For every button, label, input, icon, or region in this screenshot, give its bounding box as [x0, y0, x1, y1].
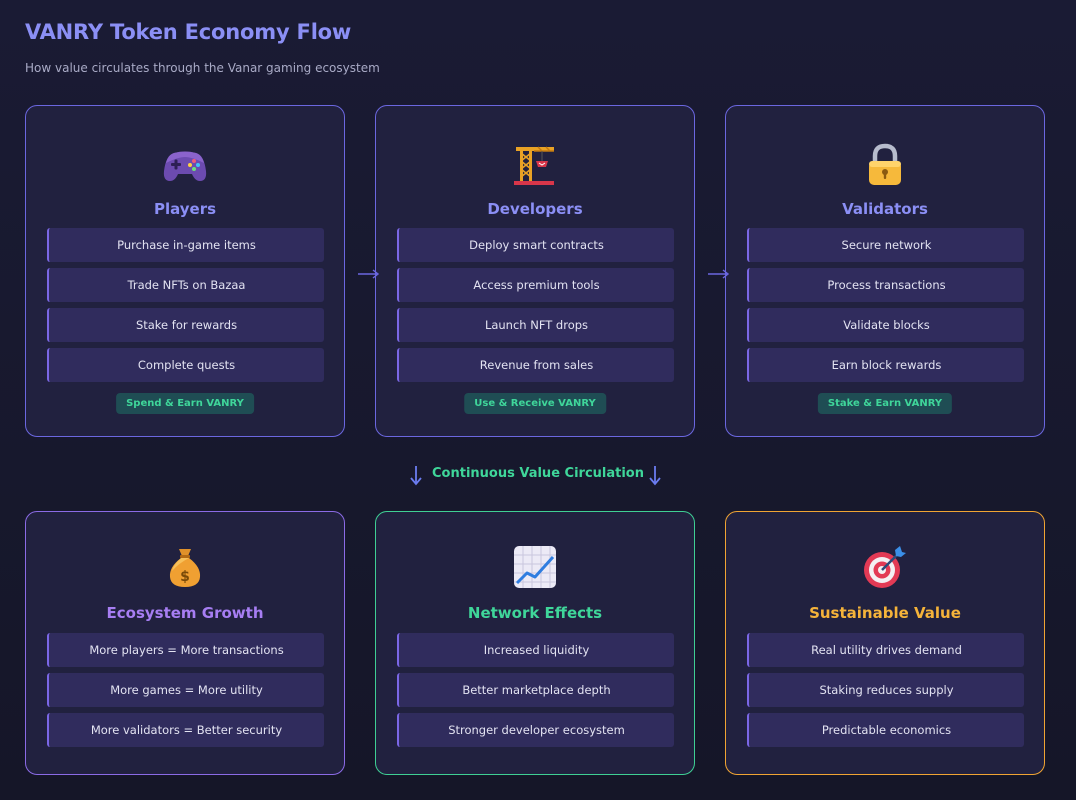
list-item: Purchase in-game items	[47, 228, 324, 262]
arrow-right-icon	[358, 269, 380, 279]
list-item: Process transactions	[747, 268, 1024, 302]
page-title: VANRY Token Economy Flow	[25, 20, 352, 44]
chart-increasing-icon	[376, 544, 694, 590]
list-item: Complete quests	[47, 348, 324, 382]
developers-card: Developers Deploy smart contracts Access…	[375, 105, 695, 437]
flow-label: Continuous Value Circulation	[432, 466, 644, 481]
ecosystem-growth-card: $ Ecosystem Growth More players = More t…	[25, 511, 345, 775]
card-title: Network Effects	[467, 604, 603, 622]
list-item: Secure network	[747, 228, 1024, 262]
validators-card: Validators Secure network Process transa…	[725, 105, 1045, 437]
card-title: Players	[153, 200, 217, 218]
sustainable-value-card: Sustainable Value Real utility drives de…	[725, 511, 1045, 775]
list-item: More validators = Better security	[47, 713, 324, 747]
list-item: Stake for rewards	[47, 308, 324, 342]
list-item: Staking reduces supply	[747, 673, 1024, 707]
badge: Use & Receive VANRY	[464, 393, 606, 414]
lock-icon	[726, 142, 1044, 188]
list-item: Earn block rewards	[747, 348, 1024, 382]
arrow-down-icon	[649, 466, 661, 486]
players-card: Players Purchase in-game items Trade NFT…	[25, 105, 345, 437]
list-item: Stronger developer ecosystem	[397, 713, 674, 747]
list-item: Predictable economics	[747, 713, 1024, 747]
list-item: More players = More transactions	[47, 633, 324, 667]
game-controller-icon	[26, 142, 344, 188]
list-item: Access premium tools	[397, 268, 674, 302]
list-item: Better marketplace depth	[397, 673, 674, 707]
list-item: Trade NFTs on Bazaa	[47, 268, 324, 302]
page-subtitle: How value circulates through the Vanar g…	[25, 61, 380, 75]
list-item: Real utility drives demand	[747, 633, 1024, 667]
card-title: Sustainable Value	[809, 604, 961, 622]
badge: Stake & Earn VANRY	[817, 393, 953, 414]
arrow-right-icon	[708, 269, 730, 279]
svg-text:$: $	[180, 569, 190, 585]
list-item: Validate blocks	[747, 308, 1024, 342]
construction-crane-icon	[376, 142, 694, 188]
arrow-down-icon	[410, 466, 422, 486]
list-item: More games = More utility	[47, 673, 324, 707]
badge: Spend & Earn VANRY	[116, 393, 254, 414]
card-title: Developers	[487, 200, 583, 218]
money-bag-icon: $	[26, 544, 344, 590]
list-item: Revenue from sales	[397, 348, 674, 382]
target-icon	[726, 544, 1044, 590]
list-item: Launch NFT drops	[397, 308, 674, 342]
card-title: Validators	[842, 200, 928, 218]
list-item: Increased liquidity	[397, 633, 674, 667]
network-effects-card: Network Effects Increased liquidity Bett…	[375, 511, 695, 775]
list-item: Deploy smart contracts	[397, 228, 674, 262]
card-title: Ecosystem Growth	[106, 604, 264, 622]
